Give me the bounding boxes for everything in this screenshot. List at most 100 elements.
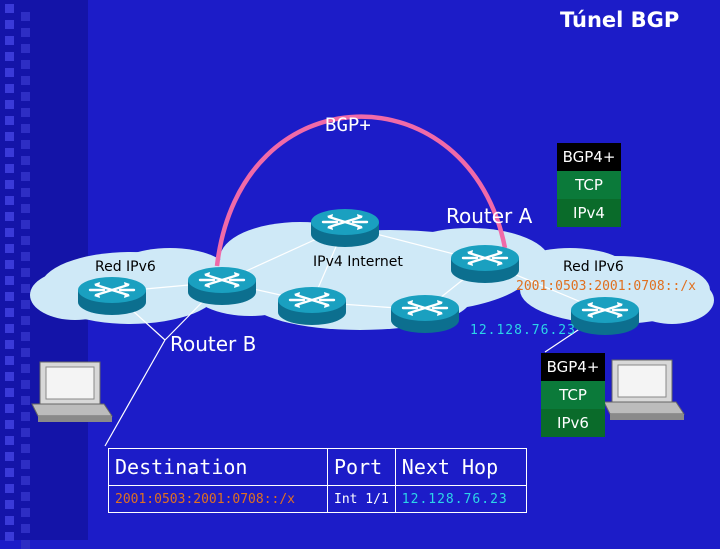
router-icon[interactable] (449, 243, 521, 285)
decorative-square (5, 468, 14, 477)
decorative-square (5, 196, 14, 205)
decorative-square (21, 412, 30, 421)
decorative-square (5, 532, 14, 541)
decorative-square (21, 60, 30, 69)
decorative-square (5, 404, 14, 413)
routing-table: Destination Port Next Hop 2001:0503:2001… (108, 448, 527, 513)
decorative-square (21, 92, 30, 101)
header-destination: Destination (108, 448, 328, 486)
decorative-square (5, 388, 14, 397)
decorative-square (5, 100, 14, 109)
router-icon[interactable] (569, 295, 641, 337)
decorative-square (5, 372, 14, 381)
decorative-square (5, 484, 14, 493)
decorative-square (21, 252, 30, 261)
protocol-stack-b: BGP4+ TCP IPv6 (541, 353, 605, 437)
router-a-ip-label: 12.128.76.23 (470, 323, 576, 338)
decorative-square (5, 324, 14, 333)
decorative-square (21, 108, 30, 117)
decorative-square (5, 4, 14, 13)
decorative-square (5, 36, 14, 45)
stack-b-tcp: TCP (541, 381, 605, 409)
decorative-square (5, 52, 14, 61)
decorative-square (21, 12, 30, 21)
decorative-square (5, 356, 14, 365)
decorative-square (5, 180, 14, 189)
router-icon[interactable] (389, 293, 461, 335)
cell-port: Int 1/1 (327, 485, 396, 513)
decorative-square (21, 524, 30, 533)
cell-destination: 2001:0503:2001:0708::/x (108, 485, 328, 513)
decorative-square (21, 428, 30, 437)
prefix-right-label: 2001:0503:2001:0708::/x (516, 279, 697, 294)
decorative-square (5, 292, 14, 301)
decorative-square (21, 76, 30, 85)
decorative-square (5, 228, 14, 237)
decorative-square (5, 212, 14, 221)
table-header-row: Destination Port Next Hop (108, 448, 527, 486)
decorative-square (21, 540, 30, 549)
router-icon[interactable] (186, 265, 258, 307)
decorative-square (5, 500, 14, 509)
decorative-square (21, 444, 30, 453)
decorative-square (21, 508, 30, 517)
decorative-square (5, 308, 14, 317)
decorative-square (21, 220, 30, 229)
decorative-square (5, 116, 14, 125)
decorative-square (21, 124, 30, 133)
page-title: Túnel BGP (560, 8, 680, 32)
decorative-square (5, 452, 14, 461)
decorative-square (5, 420, 14, 429)
cell-next-hop: 12.128.76.23 (394, 485, 527, 513)
header-next-hop: Next Hop (394, 448, 527, 486)
decorative-square (21, 188, 30, 197)
decorative-square (21, 268, 30, 277)
decorative-square (21, 492, 30, 501)
header-port: Port (327, 448, 396, 486)
decorative-square (5, 436, 14, 445)
stack-b-bgp: BGP4+ (541, 353, 605, 381)
decorative-square (21, 236, 30, 245)
decorative-square (21, 156, 30, 165)
decorative-square (5, 260, 14, 269)
decorative-square (21, 476, 30, 485)
stack-b-ip: IPv6 (541, 409, 605, 437)
tunnel-label: BGP+ (325, 114, 371, 136)
cloud-ipv6-right-icon (510, 248, 714, 324)
router-b-label: Router B (170, 332, 257, 356)
decorative-square (21, 28, 30, 37)
decorative-square (21, 364, 30, 373)
decorative-square (5, 84, 14, 93)
bgp-tunnel-arc (214, 114, 508, 267)
decorative-square (21, 204, 30, 213)
workstation-icon[interactable] (31, 361, 113, 423)
decorative-square (21, 332, 30, 341)
decorative-square (5, 244, 14, 253)
decorative-square (21, 348, 30, 357)
decorative-square (21, 300, 30, 309)
router-icon[interactable] (76, 275, 148, 317)
decorative-square (5, 148, 14, 157)
decorative-square (5, 20, 14, 29)
decorative-square (21, 460, 30, 469)
decorative-square (21, 284, 30, 293)
decorative-square (5, 276, 14, 285)
internet-label: IPv4 Internet (313, 254, 403, 270)
decorative-square (21, 172, 30, 181)
decorative-square (21, 316, 30, 325)
stack-a-ip: IPv4 (557, 199, 621, 227)
stack-a-tcp: TCP (557, 171, 621, 199)
net-left-label: Red IPv6 (95, 259, 156, 275)
table-row: 2001:0503:2001:0708::/x Int 1/1 12.128.7… (108, 485, 527, 513)
router-a-label: Router A (446, 204, 533, 228)
decorative-square (5, 132, 14, 141)
decorative-square (5, 516, 14, 525)
router-icon[interactable] (276, 285, 348, 327)
decorative-square (21, 140, 30, 149)
decorative-square (21, 380, 30, 389)
workstation-icon[interactable] (603, 359, 685, 421)
router-icon[interactable] (309, 207, 381, 249)
stack-a-bgp: BGP4+ (557, 143, 621, 171)
protocol-stack-a: BGP4+ TCP IPv4 (557, 143, 621, 227)
